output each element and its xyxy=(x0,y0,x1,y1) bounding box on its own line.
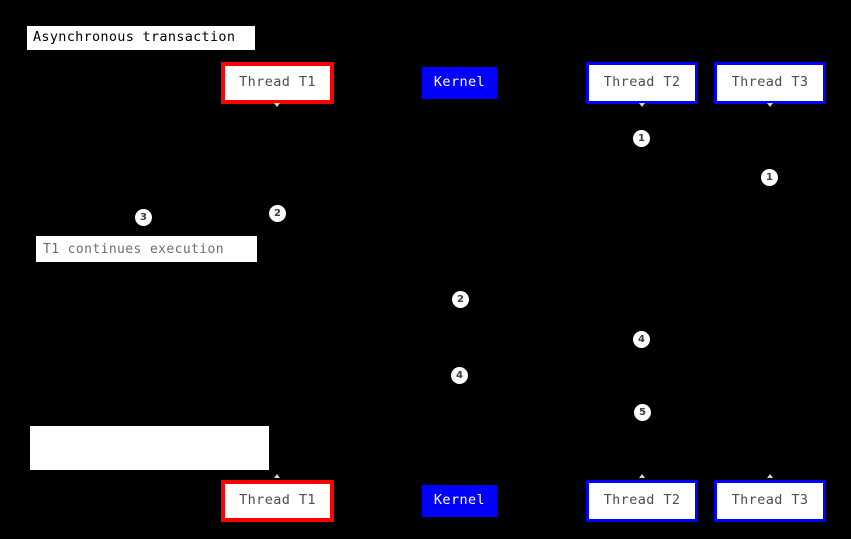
lifeline-tick-t2-bottom xyxy=(639,474,645,478)
participant-label: Thread T2 xyxy=(603,74,681,91)
step-badge-2-t1[interactable]: 2 xyxy=(269,205,286,222)
step-badge-1-t2[interactable]: 1 xyxy=(633,130,650,147)
participant-label: Thread T3 xyxy=(731,492,809,509)
participant-bottom-thread-t3[interactable]: Thread T3 xyxy=(714,480,826,522)
step-badge-1-t3[interactable]: 1 xyxy=(761,169,778,186)
step-badge-5-t2[interactable]: 5 xyxy=(634,404,651,421)
participant-label: Kernel xyxy=(433,492,486,509)
participant-top-thread-t3[interactable]: Thread T3 xyxy=(714,62,826,104)
step-badge-2-kernel[interactable]: 2 xyxy=(452,291,469,308)
lifeline-tick-t1-bottom xyxy=(274,474,280,478)
lifeline-tick-t3-bottom xyxy=(767,474,773,478)
participant-bottom-kernel[interactable]: Kernel xyxy=(422,485,497,517)
participant-label: Thread T2 xyxy=(603,492,681,509)
step-badge-4-kernel[interactable]: 4 xyxy=(451,367,468,384)
participant-label: Thread T3 xyxy=(731,74,809,91)
participant-label: Thread T1 xyxy=(239,492,316,509)
step-badge-4-t2[interactable]: 4 xyxy=(633,331,650,348)
note-blank xyxy=(30,426,269,470)
lifeline-tick-t2-top xyxy=(639,103,645,107)
lifeline-tick-t1-top xyxy=(274,103,280,107)
participant-label: Kernel xyxy=(433,74,486,91)
participant-top-kernel[interactable]: Kernel xyxy=(422,67,497,99)
participant-top-thread-t1[interactable]: Thread T1 xyxy=(221,62,334,104)
participant-bottom-thread-t1[interactable]: Thread T1 xyxy=(221,480,334,522)
note-t1-continues-execution: T1 continues execution xyxy=(36,236,257,262)
lifeline-tick-t3-top xyxy=(767,103,773,107)
participant-top-thread-t2[interactable]: Thread T2 xyxy=(586,62,698,104)
diagram-title: Asynchronous transaction xyxy=(27,26,255,50)
participant-label: Thread T1 xyxy=(239,74,316,91)
step-badge-3-t1[interactable]: 3 xyxy=(135,209,152,226)
participant-bottom-thread-t2[interactable]: Thread T2 xyxy=(586,480,698,522)
